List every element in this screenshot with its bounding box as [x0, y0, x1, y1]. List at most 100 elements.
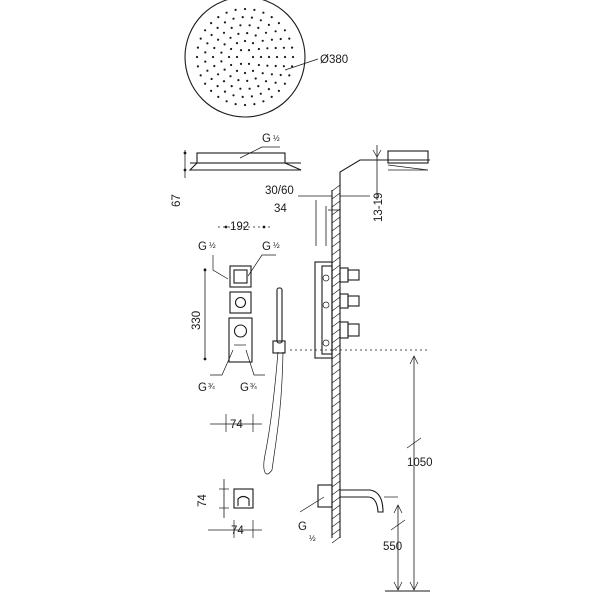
- thread-right-leader: [247, 254, 276, 277]
- nozzle-dot: [275, 55, 279, 59]
- spout-height-break: [390, 519, 406, 531]
- hatch-line: [331, 216, 341, 224]
- nozzle-dot: [239, 87, 242, 90]
- nozzle-dot: [262, 100, 265, 103]
- spout-height-arrow-bottom: [393, 581, 403, 591]
- nozzle-dot: [234, 8, 237, 11]
- height-dot-top: [203, 268, 207, 272]
- nozzle-dot: [225, 100, 228, 103]
- nozzle-dot: [277, 89, 280, 92]
- valve-side-view: [290, 261, 430, 359]
- hatch-line: [331, 248, 341, 256]
- nozzle-dot: [239, 62, 243, 65]
- nozzle-dot: [266, 64, 269, 67]
- nozzle-dot: [248, 87, 251, 90]
- nozzle-dot: [243, 7, 247, 11]
- hatch-line: [331, 528, 341, 536]
- nozzle-dot: [195, 55, 199, 59]
- hatch-line: [331, 272, 341, 280]
- outlet-right-leader: [245, 349, 265, 376]
- nozzle-dot: [237, 79, 240, 82]
- head-inlet-label: G: [262, 133, 271, 145]
- thread-left-leader: [212, 255, 229, 280]
- nozzle-dot: [261, 39, 264, 42]
- nozzle-dot: [217, 95, 220, 98]
- nozzle-dot: [206, 69, 209, 72]
- nozzle-dot: [274, 46, 277, 50]
- head-recess-label: 13-19: [373, 193, 385, 222]
- nozzle-dot: [210, 77, 213, 81]
- nozzle-dot: [257, 47, 260, 51]
- outlet-thread-right-frac: ¾: [250, 382, 257, 391]
- nozzle-dot: [259, 92, 262, 95]
- valve-plate-bottom: [228, 317, 253, 363]
- hatch-line: [331, 464, 341, 472]
- ceiling-head-body: [387, 150, 429, 164]
- valve-thread-left-frac: ½: [209, 241, 216, 250]
- hatch-line: [331, 320, 341, 328]
- hatch-line: [331, 288, 341, 296]
- hatch-line: [331, 360, 341, 368]
- nozzle-dot: [257, 63, 260, 67]
- spout-body: [339, 489, 384, 513]
- spout-plate-width-label: 74: [231, 525, 244, 537]
- valve-handle-3-base: [339, 321, 349, 339]
- nozzle-dot: [251, 69, 255, 72]
- nozzle-dot: [253, 8, 256, 11]
- nozzle-dot: [279, 37, 282, 41]
- head-body: [196, 152, 286, 164]
- hatch-line: [331, 184, 341, 192]
- hatch-line: [331, 240, 341, 248]
- hand-shower-holder: [272, 340, 286, 354]
- valve-body-inner: [321, 265, 333, 355]
- hatch-line: [331, 312, 341, 320]
- hatch-line: [331, 344, 341, 352]
- nozzle-dot: [227, 55, 231, 59]
- outlet-thread-right-label: G: [240, 382, 249, 394]
- nozzle-dot: [262, 11, 265, 14]
- outlet-thread-left-frac: ¾: [208, 382, 215, 391]
- nozzle-dot: [210, 22, 213, 25]
- hatch-line: [331, 536, 341, 544]
- spout-thread-frac: ½: [309, 534, 316, 543]
- hatch-line: [331, 328, 341, 336]
- valve-port-2: [322, 301, 330, 309]
- nozzle-dot: [229, 36, 232, 39]
- hand-shower: [263, 287, 286, 475]
- nozzle-dot: [241, 16, 244, 19]
- nozzle-dot: [225, 11, 228, 14]
- hatch-line: [331, 408, 341, 416]
- nozzle-dot: [277, 22, 280, 25]
- hatch-line: [331, 304, 341, 312]
- valve-handle-3: [347, 323, 360, 337]
- nozzle-dot: [235, 42, 239, 45]
- nozzle-dot: [230, 47, 233, 51]
- nozzle-dot: [243, 39, 247, 43]
- spacing-dot-l: [224, 225, 228, 229]
- nozzle-dot: [264, 31, 268, 34]
- valve-front-view: 192 G ½ G ½ 330 G ¾ G ¾ 74: [191, 221, 280, 432]
- valve-port-1: [322, 274, 330, 282]
- nozzle-dot: [288, 74, 291, 77]
- nozzle-dot: [267, 88, 270, 91]
- nozzle-dot: [282, 46, 285, 49]
- hatch-line: [331, 256, 341, 264]
- ceiling-head-plate: [387, 164, 429, 171]
- nozzle-dot: [250, 16, 253, 19]
- nozzle-dot: [283, 55, 287, 59]
- valve-thread-right-frac: ½: [273, 241, 280, 250]
- outlet-thread-left-label: G: [198, 382, 207, 394]
- nozzle-dot: [230, 85, 233, 88]
- nozzle-dot: [251, 42, 255, 45]
- hatch-line: [331, 512, 341, 520]
- nozzle-dot: [250, 95, 253, 98]
- nozzle-dot: [235, 55, 239, 59]
- nozzle-dot: [223, 68, 226, 71]
- nozzle-dot: [257, 26, 260, 29]
- hatch-line: [331, 496, 341, 504]
- shower-head-side-view: G ½ 67: [171, 133, 302, 207]
- nozzle-dot: [270, 95, 273, 98]
- nozzle-dot: [199, 37, 202, 40]
- height-dimensions: 1050 550: [383, 355, 433, 592]
